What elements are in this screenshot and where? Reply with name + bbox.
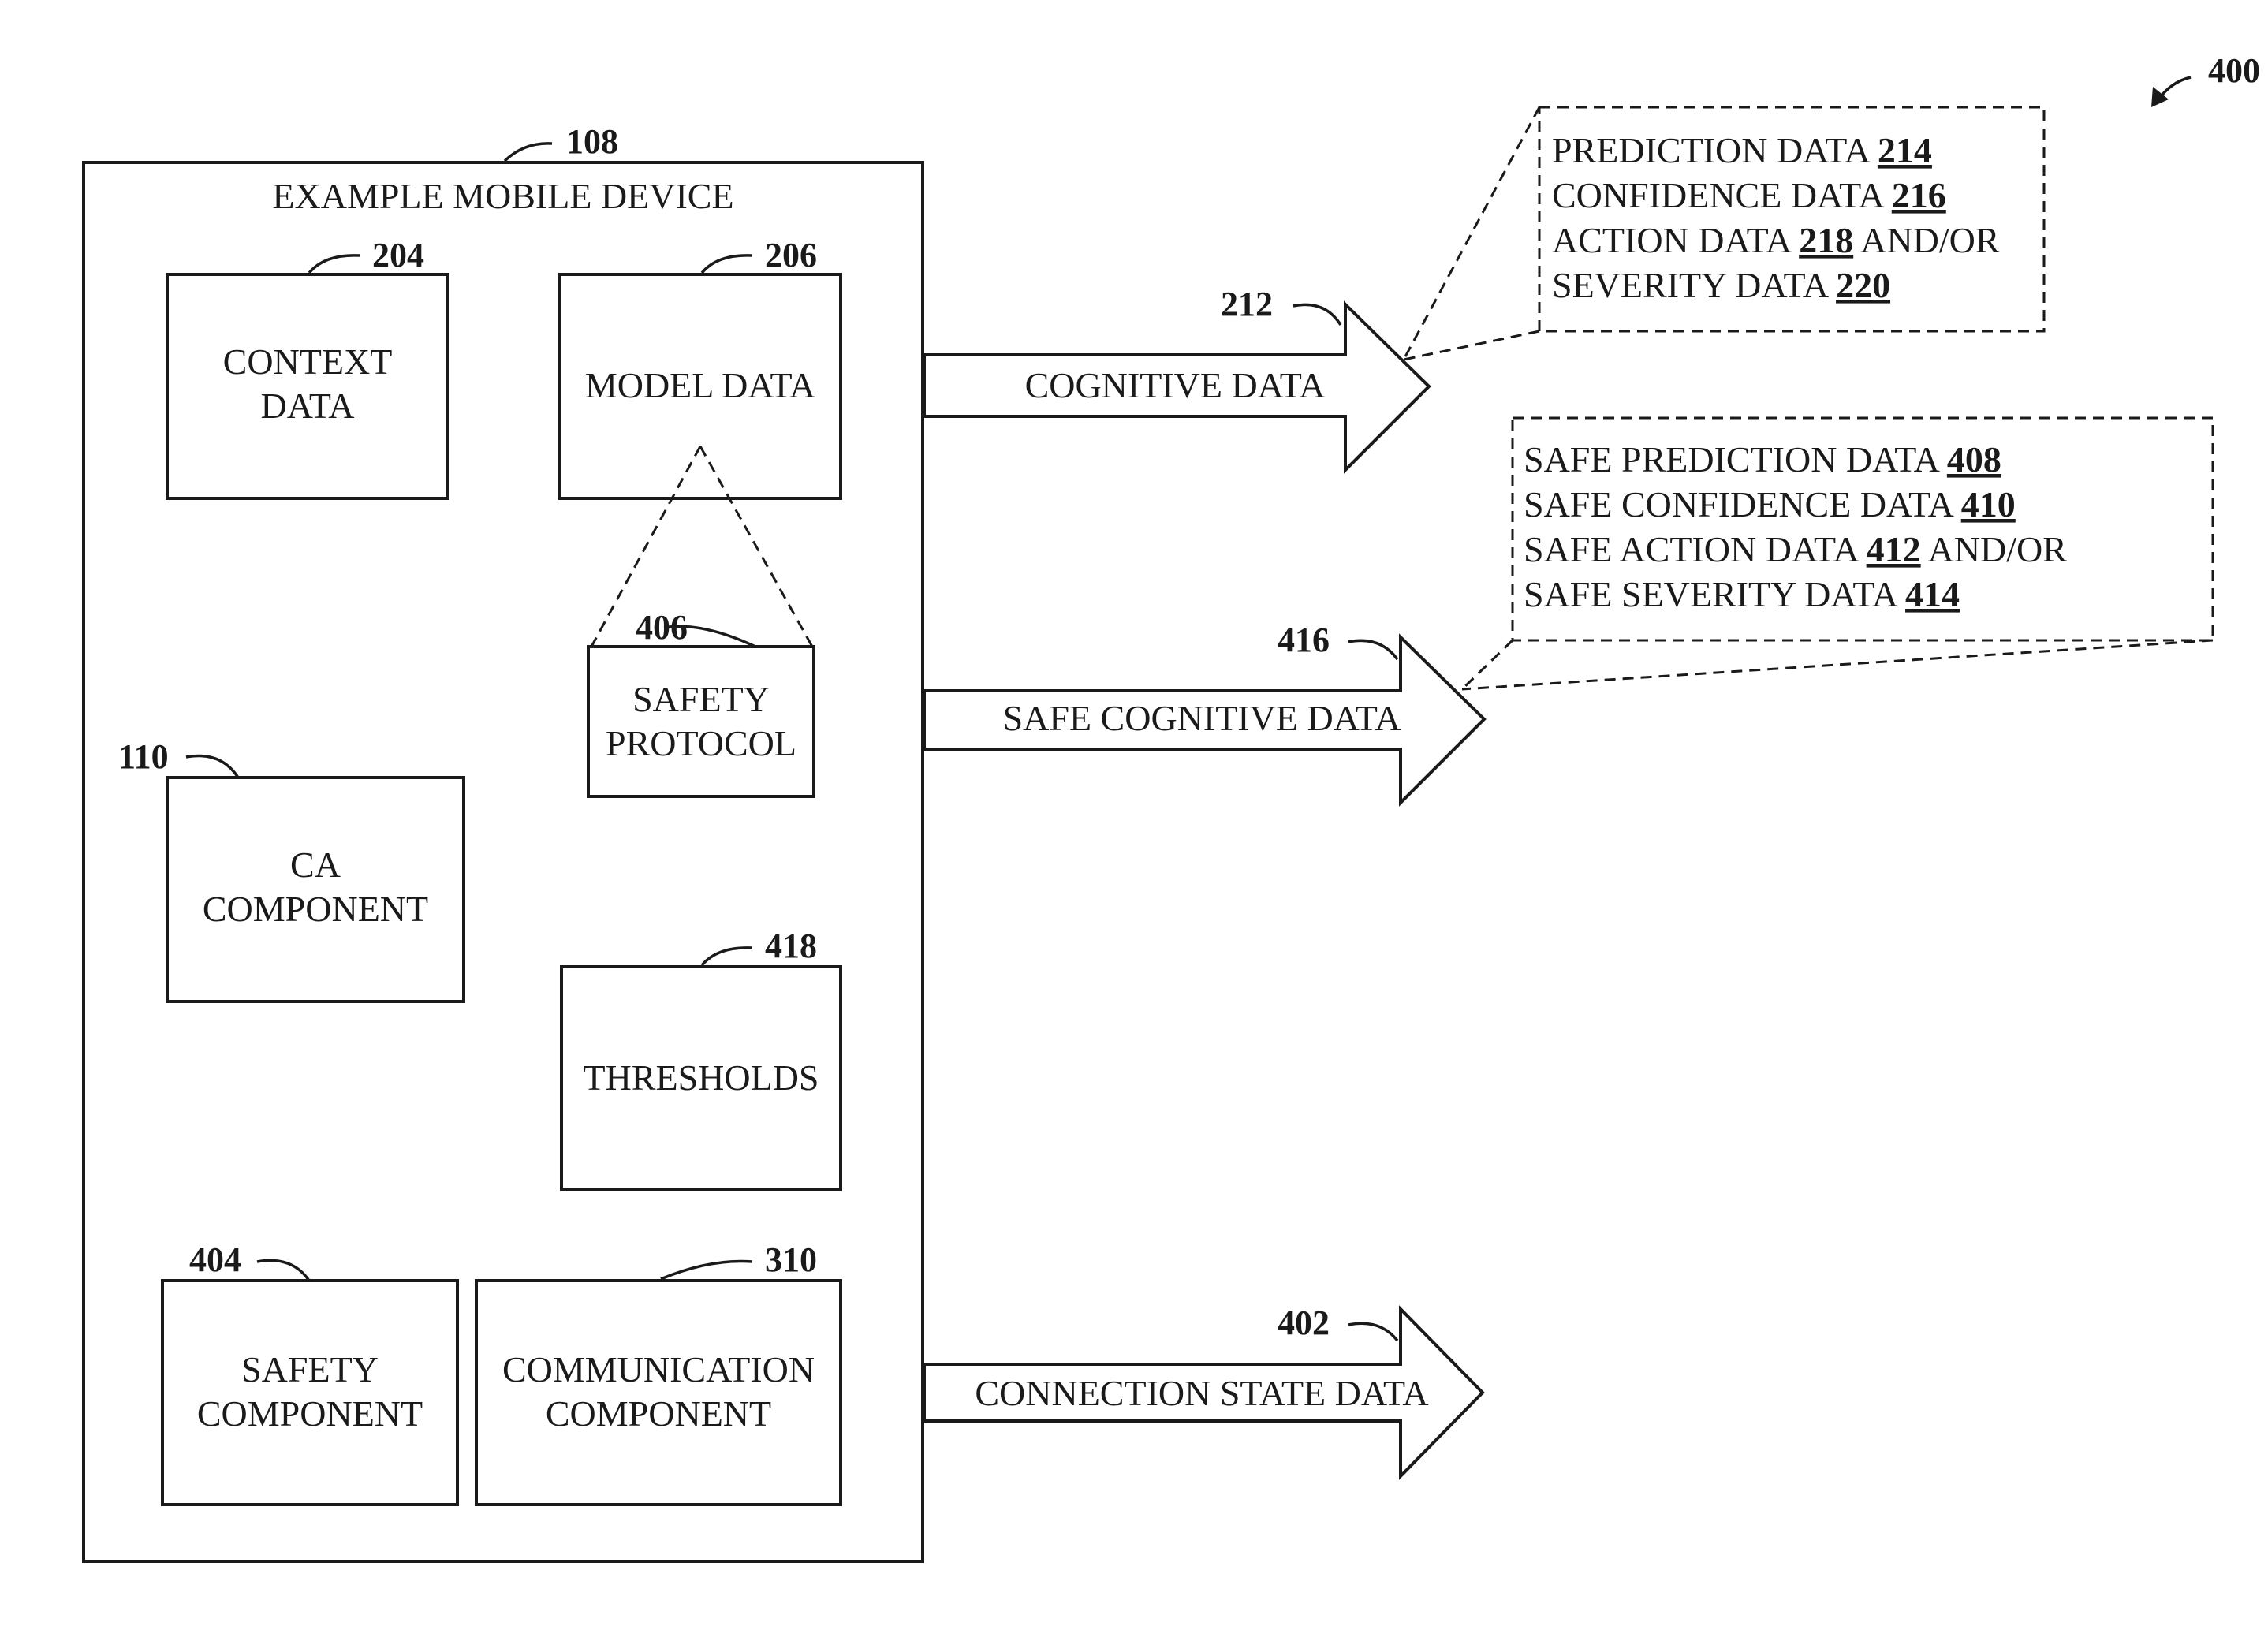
context-data-label-line2: DATA bbox=[261, 386, 355, 426]
connection-state-data-ref: 402 bbox=[1278, 1303, 1330, 1342]
communication-component-label-line1: COMMUNICATION bbox=[502, 1349, 815, 1389]
safe-cognitive-data-label: SAFE COGNITIVE DATA bbox=[1003, 698, 1401, 738]
communication-component-box: 310 COMMUNICATION COMPONENT bbox=[476, 1240, 841, 1505]
context-data-ref: 204 bbox=[372, 236, 424, 274]
callout-line-text: SEVERITY DATA bbox=[1552, 265, 1836, 305]
model-data-label: MODEL DATA bbox=[585, 365, 815, 405]
callout-cognitive-line: CONFIDENCE DATA 216 bbox=[1552, 175, 1946, 215]
cognitive-data-ref: 212 bbox=[1221, 285, 1273, 323]
safe-callout-pointer bbox=[1462, 640, 2213, 689]
callout-line-ref: 220 bbox=[1836, 265, 1890, 305]
callout-safe-line: SAFE PREDICTION DATA 408 bbox=[1524, 439, 2001, 479]
context-data-label-line1: CONTEXT bbox=[223, 341, 393, 382]
cognitive-data-label: COGNITIVE DATA bbox=[1025, 365, 1326, 405]
callout-line-ref: 214 bbox=[1878, 130, 1932, 170]
safety-component-box: 404 SAFETY COMPONENT bbox=[162, 1240, 457, 1505]
callout-safe-line: SAFE SEVERITY DATA 414 bbox=[1524, 574, 1960, 614]
cognitive-callout-lines: PREDICTION DATA 214CONFIDENCE DATA 216AC… bbox=[1552, 130, 2000, 305]
communication-component-ref: 310 bbox=[765, 1240, 817, 1279]
thresholds-box: 418 THRESHOLDS bbox=[561, 927, 841, 1189]
callout-safe-line: SAFE ACTION DATA 412 AND/OR bbox=[1524, 529, 2067, 569]
callout-line-ref: 218 bbox=[1799, 220, 1853, 260]
cognitive-data-arrow: 212 COGNITIVE DATA bbox=[924, 285, 1429, 470]
safe-cognitive-data-arrow: 416 SAFE COGNITIVE DATA bbox=[924, 621, 1484, 803]
mobile-device-ref: 108 bbox=[566, 122, 618, 161]
callout-line-text: SAFE SEVERITY DATA bbox=[1524, 574, 1905, 614]
figure-ref: 400 bbox=[2151, 51, 2260, 107]
context-data-box: 204 CONTEXT DATA bbox=[167, 236, 448, 498]
callout-line-text: SAFE CONFIDENCE DATA bbox=[1524, 484, 1961, 524]
callout-line-suffix: AND/OR bbox=[1853, 220, 2000, 260]
thresholds-label: THRESHOLDS bbox=[583, 1057, 819, 1098]
safety-component-ref: 404 bbox=[189, 1240, 241, 1279]
callout-line-ref: 414 bbox=[1905, 574, 1960, 614]
callout-line-ref: 412 bbox=[1867, 529, 1921, 569]
safe-cognitive-data-callout: SAFE PREDICTION DATA 408SAFE CONFIDENCE … bbox=[1462, 418, 2213, 689]
safe-callout-lines: SAFE PREDICTION DATA 408SAFE CONFIDENCE … bbox=[1524, 439, 2067, 614]
callout-line-text: PREDICTION DATA bbox=[1552, 130, 1878, 170]
model-data-ref: 206 bbox=[765, 236, 817, 274]
callout-line-text: SAFE PREDICTION DATA bbox=[1524, 439, 1947, 479]
safety-protocol-label-line2: PROTOCOL bbox=[606, 723, 796, 763]
safety-protocol-ref: 406 bbox=[636, 608, 688, 647]
callout-line-suffix: AND/OR bbox=[1921, 529, 2068, 569]
mobile-device-title: EXAMPLE MOBILE DEVICE bbox=[272, 176, 733, 216]
ca-component-label-line2: COMPONENT bbox=[203, 889, 428, 929]
safety-component-label-line1: SAFETY bbox=[241, 1349, 379, 1389]
callout-cognitive-line: ACTION DATA 218 AND/OR bbox=[1552, 220, 2000, 260]
callout-line-text: CONFIDENCE DATA bbox=[1552, 175, 1892, 215]
callout-line-ref: 408 bbox=[1947, 439, 2001, 479]
callout-line-ref: 410 bbox=[1961, 484, 2016, 524]
figure-ref-label: 400 bbox=[2208, 51, 2260, 90]
safe-cognitive-data-ref: 416 bbox=[1278, 621, 1330, 659]
callout-safe-line: SAFE CONFIDENCE DATA 410 bbox=[1524, 484, 2016, 524]
cognitive-callout-pointer bbox=[1404, 107, 1539, 360]
ca-component-label-line1: CA bbox=[290, 845, 341, 885]
cognitive-data-callout: PREDICTION DATA 214CONFIDENCE DATA 216AC… bbox=[1404, 107, 2044, 360]
callout-line-text: SAFE ACTION DATA bbox=[1524, 529, 1867, 569]
communication-component-label-line2: COMPONENT bbox=[546, 1393, 771, 1434]
thresholds-ref: 418 bbox=[765, 927, 817, 965]
connection-state-data-arrow: 402 CONNECTION STATE DATA bbox=[924, 1303, 1483, 1476]
model-data-box: 206 MODEL DATA bbox=[560, 236, 841, 498]
ca-component-box: 110 CA COMPONENT bbox=[118, 737, 464, 1001]
callout-line-text: ACTION DATA bbox=[1552, 220, 1799, 260]
safety-component-label-line2: COMPONENT bbox=[197, 1393, 423, 1434]
callout-cognitive-line: PREDICTION DATA 214 bbox=[1552, 130, 1932, 170]
connection-state-data-label: CONNECTION STATE DATA bbox=[975, 1373, 1428, 1413]
safety-protocol-label-line1: SAFETY bbox=[632, 679, 770, 719]
ca-component-ref: 110 bbox=[118, 737, 169, 776]
callout-cognitive-line: SEVERITY DATA 220 bbox=[1552, 265, 1890, 305]
callout-line-ref: 216 bbox=[1892, 175, 1946, 215]
